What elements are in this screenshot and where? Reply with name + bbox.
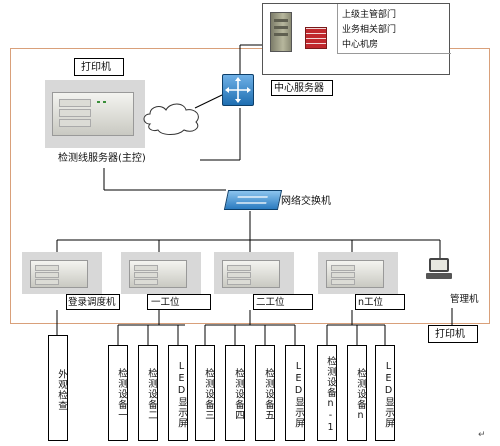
upper-dept-inner: [337, 4, 451, 54]
device-box: 检测设备五: [255, 345, 275, 441]
central-server-label: 中心服务器: [274, 83, 324, 94]
firewall-icon: [305, 27, 327, 49]
station-2-box: 二工位: [253, 294, 313, 310]
printer-top-box: 打印机: [74, 58, 124, 76]
station-1-box: 一工位: [147, 294, 211, 310]
visual-check-box: 外观检查: [48, 335, 68, 441]
device-box: 检测设备一: [108, 345, 128, 441]
station-1-label: 一工位: [151, 297, 180, 308]
printer-top-label: 打印机: [81, 62, 111, 73]
server-icon: [30, 260, 88, 288]
main-server-icon: [52, 92, 134, 136]
printer-bottom-label: 打印机: [435, 329, 465, 340]
router-icon: [222, 74, 254, 106]
main-server-label: 检测线服务器(主控): [58, 153, 146, 164]
led-display-box: LED显示屏: [168, 345, 188, 441]
station-n-label: n工位: [358, 297, 384, 308]
server-icon: [222, 260, 280, 288]
ring-icon: ↵: [478, 430, 486, 440]
workstation-icon: [426, 258, 452, 280]
switch-label: 网络交换机: [281, 196, 331, 207]
device-box: 检测设备三: [195, 345, 215, 441]
device-box: 检测设备四: [225, 345, 245, 441]
printer-bottom-box: 打印机: [428, 325, 478, 343]
device-box: 检测设备n-1: [317, 345, 337, 441]
login-station-label: 登录调度机: [68, 297, 116, 308]
led-display-box: LED显示屏: [285, 345, 305, 441]
server-icon: [129, 260, 187, 288]
upper-dept-frame: [262, 3, 450, 75]
upper-dept-label-2: 业务相关部门: [342, 25, 397, 35]
station-2-label: 二工位: [256, 297, 285, 308]
station-n-box: n工位: [355, 294, 405, 310]
cloud-icon: [143, 103, 199, 135]
manager-pc-label: 管理机: [450, 294, 479, 305]
server-rack-icon: [270, 12, 292, 52]
central-server-box: 中心服务器: [271, 80, 333, 96]
upper-dept-label-1: 上级主管部门: [342, 10, 397, 20]
server-icon: [326, 260, 384, 288]
upper-dept-label-3: 中心机房: [342, 40, 379, 50]
device-box: 检测设备n: [347, 345, 367, 441]
login-station-box: 登录调度机: [66, 294, 120, 310]
switch-icon: [223, 190, 283, 210]
led-display-box: LED显示屏: [375, 345, 395, 441]
device-box: 检测设备二: [138, 345, 158, 441]
